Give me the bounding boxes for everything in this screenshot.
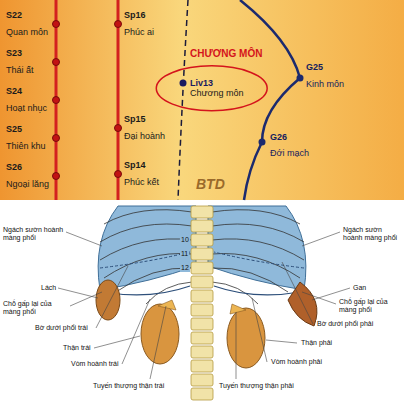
left-lung bbox=[98, 206, 196, 290]
point-code: S26 bbox=[6, 162, 22, 172]
point-code: S23 bbox=[6, 48, 22, 58]
rib-number: 12 bbox=[180, 264, 190, 272]
point-name: Đới mạch bbox=[270, 148, 309, 158]
anatomy-label: Ngách sườn hoành màng phổi bbox=[342, 226, 404, 242]
right-lung bbox=[208, 206, 306, 290]
point-name: Phúc ai bbox=[124, 27, 154, 37]
point-code: Sp16 bbox=[124, 10, 146, 20]
anatomy-label: Thận phải bbox=[300, 339, 333, 347]
point-name: Ngoại lăng bbox=[6, 179, 49, 189]
point-dots bbox=[53, 21, 122, 180]
rib-number: 10 bbox=[180, 236, 190, 244]
ellipse-body: Liv13Chương môn bbox=[176, 76, 247, 102]
skin-ground bbox=[0, 0, 404, 200]
anatomy-label: Chỗ gấp lại của màng phổi bbox=[338, 298, 404, 314]
point-code: G25 bbox=[306, 62, 323, 72]
point-dot bbox=[180, 79, 187, 86]
spleen bbox=[96, 280, 120, 320]
watermark: BTD bbox=[196, 176, 225, 192]
anatomy-label: Ngách sườn hoành màng phổi bbox=[2, 226, 66, 242]
point-code: S25 bbox=[6, 124, 22, 134]
liver bbox=[288, 282, 317, 326]
highlight-ellipse: CHƯƠNG MÔN Liv13Chương môn bbox=[176, 48, 262, 101]
leader-lines bbox=[58, 232, 350, 379]
ribs bbox=[100, 210, 304, 304]
point-name: Chương môn bbox=[190, 88, 243, 99]
right-adrenal bbox=[230, 304, 246, 314]
anatomy-label: Lách bbox=[40, 284, 57, 292]
anatomy-label: Vòm hoành trái bbox=[70, 360, 119, 368]
anatomy-label: Bờ dưới phổi phải bbox=[316, 320, 374, 328]
anatomy-label: Bờ dưới phổi trái bbox=[34, 324, 89, 332]
point-code: S22 bbox=[6, 10, 22, 20]
gallbladder-meridian bbox=[240, 0, 300, 200]
liver-meridian bbox=[178, 0, 188, 200]
lower-lung-border bbox=[100, 252, 190, 268]
ellipse-outline bbox=[156, 66, 267, 111]
point-code: Liv13 bbox=[190, 78, 243, 89]
diaphragm-dome bbox=[214, 286, 300, 295]
point-name: Thái ất bbox=[6, 65, 34, 75]
point-name: Kinh môn bbox=[306, 79, 344, 89]
anatomy-label: Gan bbox=[352, 284, 367, 292]
anatomy-label: Tuyến thượng thận phải bbox=[218, 382, 295, 390]
white-ground bbox=[0, 202, 404, 404]
rib-number: 11 bbox=[180, 250, 189, 258]
spine bbox=[191, 206, 213, 400]
point-name: Hoạt nhục bbox=[6, 103, 47, 113]
anatomy-label: Chỗ gấp lại của màng phổi bbox=[2, 300, 70, 316]
point-code: G26 bbox=[270, 132, 287, 142]
anatomy-label: Tuyến thượng thận trái bbox=[92, 382, 165, 390]
right-kidney bbox=[227, 308, 265, 368]
point-name: Thiên khu bbox=[6, 141, 46, 151]
point-name: Phúc kết bbox=[124, 177, 159, 187]
left-adrenal bbox=[158, 300, 176, 310]
anatomy-label: Vòm hoành phải bbox=[270, 358, 323, 366]
point-code: Sp14 bbox=[124, 160, 146, 170]
point-name: Đại hoành bbox=[124, 131, 165, 141]
lower-lung-border bbox=[214, 252, 304, 268]
point-dots bbox=[259, 75, 304, 146]
highlight-title: CHƯƠNG MÔN bbox=[176, 48, 262, 60]
point-code: S24 bbox=[6, 86, 22, 96]
anatomy-label: Thận trái bbox=[62, 344, 92, 352]
point-name: Quan môn bbox=[6, 27, 48, 37]
point-code: Sp15 bbox=[124, 114, 146, 124]
